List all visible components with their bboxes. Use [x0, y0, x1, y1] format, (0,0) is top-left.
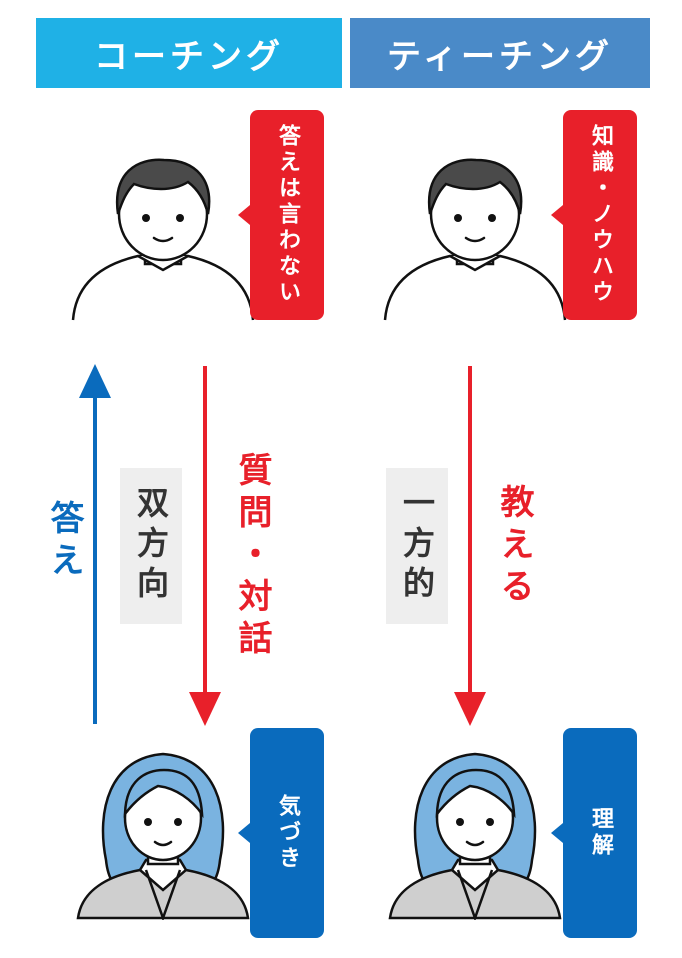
woman-icon: [388, 752, 562, 920]
woman-icon: [76, 752, 250, 920]
man-icon: [383, 158, 567, 321]
speech-bubble-teach-bottom: 理解: [551, 728, 637, 938]
coach-bottom-text: 気づき: [275, 794, 300, 872]
teach-label: 教える: [494, 484, 534, 610]
teach-top-text: 知識・ノウハウ: [588, 124, 613, 306]
coaching-header: コーチング: [36, 18, 342, 88]
coaching-header-label: コーチング: [94, 36, 284, 77]
one-way-box: 一方的: [386, 468, 448, 624]
speech-bubble-teach-top: 知識・ノウハウ: [551, 110, 637, 320]
arrow-down-icon: [189, 366, 221, 726]
bidirectional-label: 双方向: [132, 486, 170, 606]
teach-bottom-text: 理解: [588, 807, 613, 859]
bidirectional-box: 双方向: [120, 468, 182, 624]
speech-bubble-coach-bottom: 気づき: [238, 728, 324, 938]
one-way-label: 一方的: [398, 486, 436, 606]
speech-bubble-coach-top: 答えは言わない: [238, 110, 324, 320]
answer-label: 答え: [44, 500, 84, 584]
teaching-header: ティーチング: [350, 18, 650, 88]
arrow-down-icon: [454, 366, 486, 726]
coach-top-text: 答えは言わない: [275, 124, 300, 306]
teaching-header-label: ティーチング: [387, 36, 613, 77]
man-icon: [71, 158, 255, 321]
question-dialogue-label: 質問・対話: [232, 452, 272, 662]
arrow-up-icon: [79, 364, 111, 724]
